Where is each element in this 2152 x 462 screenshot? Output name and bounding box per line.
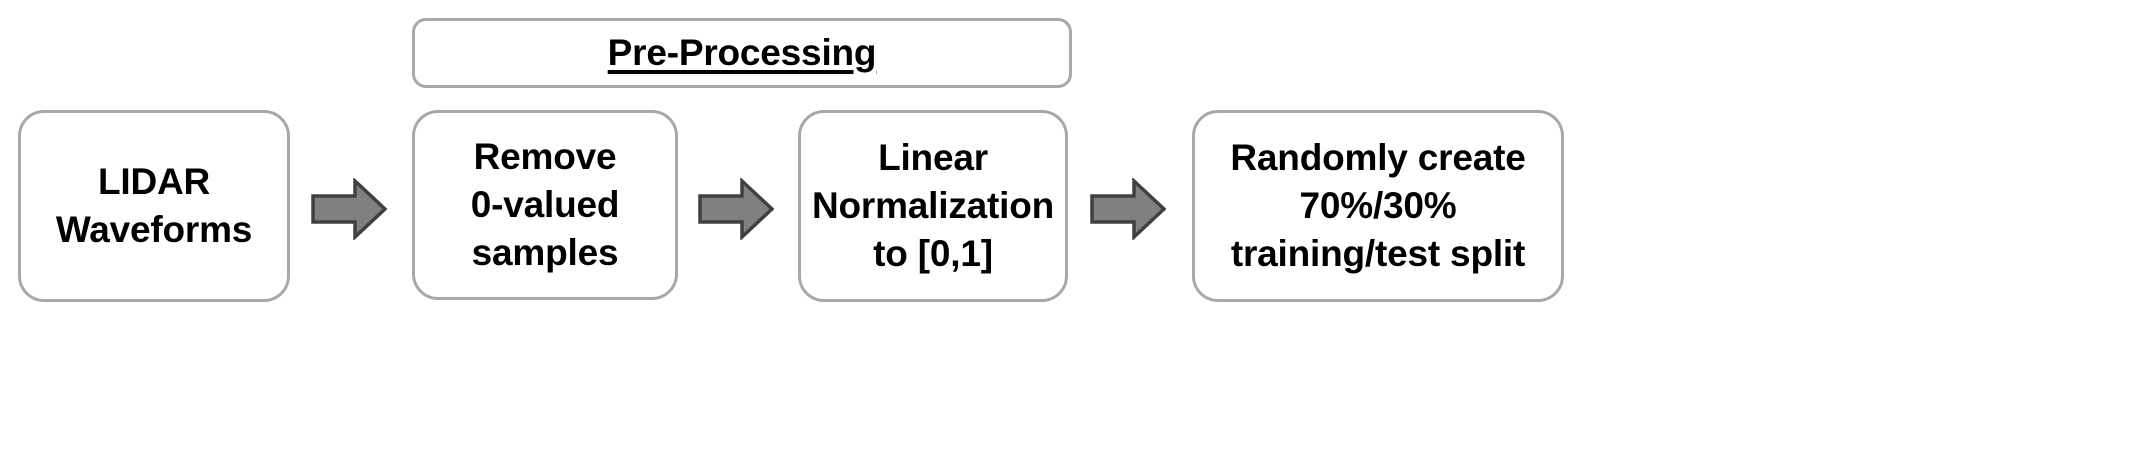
right-block-arrow-icon [311, 178, 387, 240]
node-label-remove-zero-valued-samples: Remove 0-valued samples [470, 135, 620, 274]
node-label-linear-normalization: Linear Normalization to [0,1] [811, 136, 1055, 275]
node-random-train-test-split: Randomly create 70%/30% training/test sp… [1192, 110, 1564, 302]
node-label-random-train-test-split: Randomly create 70%/30% training/test sp… [1230, 136, 1526, 275]
node-remove-zero-valued-samples: Remove 0-valued samples [412, 110, 678, 300]
right-block-arrow-icon [1090, 178, 1166, 240]
group-label-pre-processing: Pre-Processing [607, 31, 877, 73]
group-box-pre-processing: Pre-Processing [412, 18, 1072, 88]
node-linear-normalization: Linear Normalization to [0,1] [798, 110, 1068, 302]
node-label-lidar-waveforms: LIDAR Waveforms [55, 160, 253, 250]
node-lidar-waveforms: LIDAR Waveforms [18, 110, 290, 302]
right-block-arrow-icon [698, 178, 774, 240]
